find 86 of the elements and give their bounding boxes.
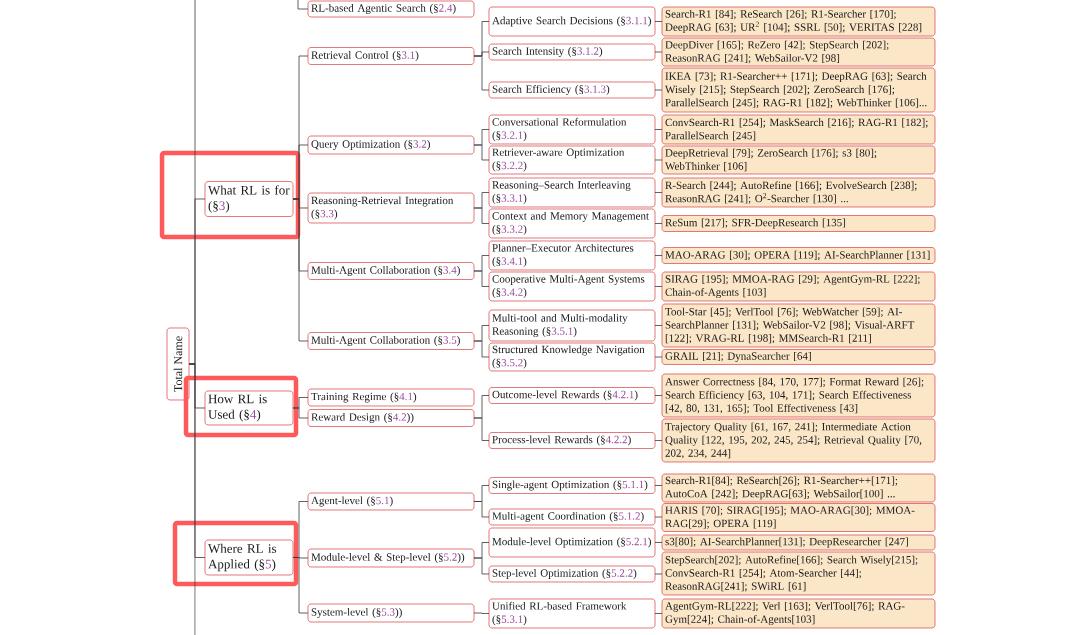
subtopic-box: Retriever-aware Optimization (§3.2.2) — [488, 145, 656, 175]
method-list-box: DeepDiver [165]; ReZero [42]; StepSearch [202]; ReasonRAG [241]; WebSailor-V2 [98] — [661, 37, 936, 67]
connector-line — [654, 129, 663, 130]
connector-line — [473, 340, 490, 358]
subtopic-box: Context and Memory Management (§3.3.2) — [488, 208, 656, 239]
connector-line — [654, 89, 663, 91]
connector-line — [473, 612, 490, 614]
subtopic-box: Multi-tool and Multi-modality Reasoning (§3.5.1) — [488, 309, 656, 342]
connector-line — [654, 516, 663, 518]
connector-line — [473, 207, 490, 224]
method-list-box: MAO-ARAG [30]; OPERA [119]; AI-SearchPlanner [131] — [661, 247, 936, 264]
section-box: Where RL is Applied (§5) — [204, 539, 294, 576]
subtopic-box: Step-level Optimization (§5.2.2) — [488, 565, 656, 583]
connector-line — [473, 417, 490, 441]
highlight-frame — [172, 520, 299, 587]
connector-line — [654, 223, 663, 224]
connector-line — [654, 440, 663, 441]
connector-line — [654, 573, 663, 575]
method-list-box: Tool-Star [45]; VerlTool [76]; WebWatcher [59]; AI-SearchPlanner [131]; WebSailor-V2 [98]; Visual-ARFT [122]; VRAG-RL [198]; MMSearch-R1 [211] — [661, 303, 936, 348]
topic-box: System-level (§5.3)) — [307, 603, 475, 623]
connector-line — [654, 613, 663, 614]
section-box: How RL is Used (§4) — [204, 390, 294, 426]
method-list-box: SIRAG [195]; MMOA-RAG [29]; AgentGym-RL [222]; Chain-of-Agents [103] — [661, 271, 936, 302]
topic-box: Training Regime (§4.1) — [307, 388, 475, 407]
topic-box: Retrieval Control (§3.1) — [307, 47, 475, 65]
method-list-box: Trajectory Quality [61, 167, 241]; Intermediate Action Quality [122, 195, 202, 245, 254]; Retrieval Quality [70, 202, 234, 244] — [661, 418, 936, 463]
topic-box: Agent-level (§5.1) — [307, 492, 475, 511]
connector-line — [654, 192, 663, 193]
subtopic-box: Process-level Rewards (§4.2.2) — [488, 432, 656, 449]
root-box: Total Name — [166, 327, 190, 401]
subtopic-box: Planner–Executor Architectures (§3.4.1) — [488, 240, 656, 271]
subtopic-box: Adaptive Search Decisions (§3.1.1) — [488, 6, 656, 37]
topic-box: Multi-Agent Collaboration (§3.4) — [307, 262, 475, 280]
connector-line — [473, 144, 490, 161]
topic-box: Module-level & Step-level (§5.2)) — [307, 548, 475, 568]
subtopic-box: Search Efficiency (§3.1.3) — [488, 81, 656, 99]
connector-line — [654, 21, 663, 22]
method-list-box: Search-R1[84]; ReSearch[26]; R1-Searcher++[171]; AutoCoA [242]; DeepRAG[63]; WebSailor[100] ... — [661, 473, 936, 503]
method-list-box: DeepRetrieval [79]; ZeroSearch [176]; s3 [80]; WebThinker [106] — [661, 145, 936, 175]
topic-box: Reasoning-Retrieval Integration (§3.3) — [307, 192, 475, 224]
method-list-box: IKEA [73]; R1-Searcher++ [171]; DeepRAG [63]; Search Wisely [215]; StepSearch [202]; ZeroSearch [176]; ParallelSearch [245]; RAG-R1 [182]; WebThinker [106]... — [661, 67, 936, 113]
connector-line — [654, 485, 663, 486]
subtopic-box: Reasoning–Search Interleaving (§3.3.1) — [488, 177, 656, 208]
highlight-frame — [183, 375, 299, 438]
method-list-box: Search-R1 [84]; ReSearch [26]; R1-Searcher [170]; DeepRAG [63]; UR$^{2}$ [104]; SSRL [50]; VERITAS [228] — [661, 6, 936, 37]
connector-line — [473, 557, 490, 575]
subtopic-box: Conversational Reformulation (§3.2.1) — [488, 114, 656, 145]
subtopic-box: Search Intensity (§3.1.2) — [488, 43, 656, 61]
connector-line — [473, 55, 490, 91]
method-list-box: GRAIL [21]; DynaSearcher [64] — [661, 349, 936, 365]
topic-box: Reward Design (§4.2)) — [307, 409, 475, 427]
method-list-box: Answer Correctness [84, 170, 177]; Format Reward [26]; Search Efficiency [63, 104, 171]; Search Effectiveness [42, 80, 131, 165]; Tool Effectiveness [43] — [661, 373, 936, 418]
method-list-box: StepSearch[202]; AutoRefine[166]; Search Wisely[215]; ConvSearch-R1 [254]; Atom-Searcher [44]; ReasonRAG[241]; SWiRL [61] — [661, 551, 936, 596]
connector-line — [654, 356, 663, 358]
connector-line — [188, 363, 196, 635]
highlight-frame — [159, 150, 301, 240]
subtopic-box: Structured Knowledge Navigation (§3.5.2) — [488, 342, 656, 372]
subtopic-box: Unified RL-based Framework (§5.3.1) — [488, 598, 656, 629]
subtopic-box: Module-level Optimization (§5.2.1) — [488, 527, 656, 558]
subtopic-box: Cooperative Multi-Agent Systems (§3.4.2) — [488, 271, 656, 302]
connector-line — [473, 270, 490, 287]
method-list-box: s3[80]; AI-SearchPlanner[131]; DeepResearcher [247] — [661, 534, 936, 551]
connector-line — [297, 0, 309, 10]
connector-line — [292, 407, 309, 419]
topic-box: RL-based Agentic Search (§2.4) — [307, 0, 475, 18]
topic-box: Multi-Agent Collaboration (§3.5) — [307, 332, 475, 350]
topic-box: Query Optimization (§3.2) — [307, 135, 475, 155]
method-list-box: ReSum [217]; SFR-DeepResearch [135] — [661, 215, 936, 232]
connector-line — [654, 51, 663, 53]
subtopic-box: Multi-agent Coordination (§5.1.2) — [488, 508, 656, 526]
connector-line — [654, 286, 663, 287]
connector-line — [654, 325, 663, 326]
section-box: What RL is for (§3) — [204, 181, 294, 217]
connector-line — [654, 159, 663, 161]
connector-line — [654, 542, 663, 543]
connector-line — [292, 557, 309, 614]
method-list-box: HARIS [70]; SIRAG[195]; MAO-ARAG[30]; MMOA-RAG[29]; OPERA [119] — [661, 503, 936, 532]
connector-line — [654, 255, 663, 256]
connector-line — [473, 501, 490, 518]
subtopic-box: Outcome-level Rewards (§4.2.1) — [488, 387, 656, 404]
method-list-box: ConvSearch-R1 [254]; MaskSearch [216]; RAG-R1 [182]; ParallelSearch [245] — [661, 114, 936, 145]
method-list-box: R-Search [244]; AutoRefine [166]; EvolveSearch [238]; ReasonRAG [241]; O$^{2}$-Searcher [130] ... — [661, 177, 936, 208]
method-list-box: AgentGym-RL[222]; Verl [163]; VerlTool[76]; RAG-Gym[224]; Chain-of-Agents[103] — [661, 598, 936, 629]
connector-line — [292, 198, 309, 342]
subtopic-box: Single-agent Optimization (§5.1.1) — [488, 477, 656, 494]
connector-line — [654, 395, 663, 396]
